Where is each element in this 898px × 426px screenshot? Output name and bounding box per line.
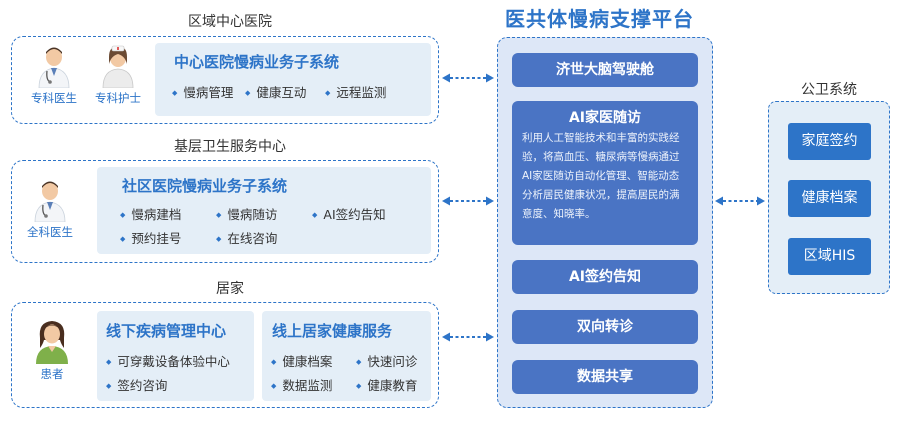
regional-box	[11, 36, 439, 124]
role-label: 专科医生	[31, 91, 77, 105]
regional-item: 远程监测	[325, 82, 386, 101]
community-item: 预约挂号	[120, 228, 181, 247]
regional-item: 慢病管理	[172, 82, 233, 101]
referral-block: 双向转诊	[512, 310, 698, 344]
offline-title: 线下疾病管理中心	[106, 322, 227, 340]
data-share-block: 数据共享	[512, 360, 698, 394]
ai-followup-title: AI家医随访	[568, 110, 642, 126]
nurse-icon	[102, 45, 134, 88]
general-doctor: 全科医生	[18, 178, 82, 240]
specialist-doctor: 专科医生	[22, 44, 86, 106]
community-system-title: 社区医院慢病业务子系统	[122, 177, 288, 195]
double-arrow-icon	[715, 196, 765, 206]
community-item: AI签约告知	[312, 204, 385, 223]
double-arrow-icon	[442, 196, 494, 206]
ai-sign-block: AI签约告知	[512, 260, 698, 294]
family-sign-block: 家庭签约	[788, 123, 871, 160]
doctor-icon	[34, 181, 66, 222]
specialist-nurse: 专科护士	[86, 44, 150, 106]
regional-item: 健康互动	[245, 82, 306, 101]
platform-title: 医共体慢病支撑平台	[505, 7, 694, 31]
community-item: 慢病建档	[120, 204, 181, 223]
ai-followup-block: AI家医随访 利用人工智能技术和丰富的实践经验，将高血压、糖尿病等慢病通过AI家…	[512, 101, 698, 245]
regional-system-title: 中心医院慢病业务子系统	[174, 53, 340, 71]
offline-item: 可穿戴设备体验中心	[106, 351, 230, 370]
ai-followup-desc: 利用人工智能技术和丰富的实践经验，将高血压、糖尿病等慢病通过AI家医随访自动化管…	[522, 132, 680, 220]
online-item: 数据监测	[271, 375, 332, 394]
double-arrow-icon	[442, 73, 494, 83]
community-item: 慢病随访	[216, 204, 277, 223]
home-title: 居家	[216, 281, 244, 297]
home-box	[11, 302, 439, 408]
patient-icon	[36, 321, 68, 364]
cockpit-block: 济世大脑驾驶舱	[512, 53, 698, 87]
community-title: 基层卫生服务中心	[174, 139, 286, 155]
public-health-title: 公卫系统	[801, 82, 857, 98]
doctor-icon	[38, 47, 70, 88]
online-item: 健康教育	[356, 375, 417, 394]
online-item: 快速问诊	[356, 351, 417, 370]
role-label: 全科医生	[27, 225, 73, 239]
health-record-block: 健康档案	[788, 180, 871, 217]
online-title: 线上居家健康服务	[272, 322, 393, 340]
community-box	[11, 160, 439, 263]
regional-title: 区域中心医院	[188, 14, 272, 30]
regional-system-panel	[155, 43, 431, 116]
role-label: 患者	[40, 367, 64, 381]
community-item: 在线咨询	[216, 228, 277, 247]
offline-item: 签约咨询	[106, 375, 167, 394]
double-arrow-icon	[442, 332, 494, 342]
online-item: 健康档案	[271, 351, 332, 370]
regional-his-block: 区域HIS	[788, 238, 871, 275]
patient: 患者	[20, 318, 84, 382]
role-label: 专科护士	[95, 91, 141, 105]
